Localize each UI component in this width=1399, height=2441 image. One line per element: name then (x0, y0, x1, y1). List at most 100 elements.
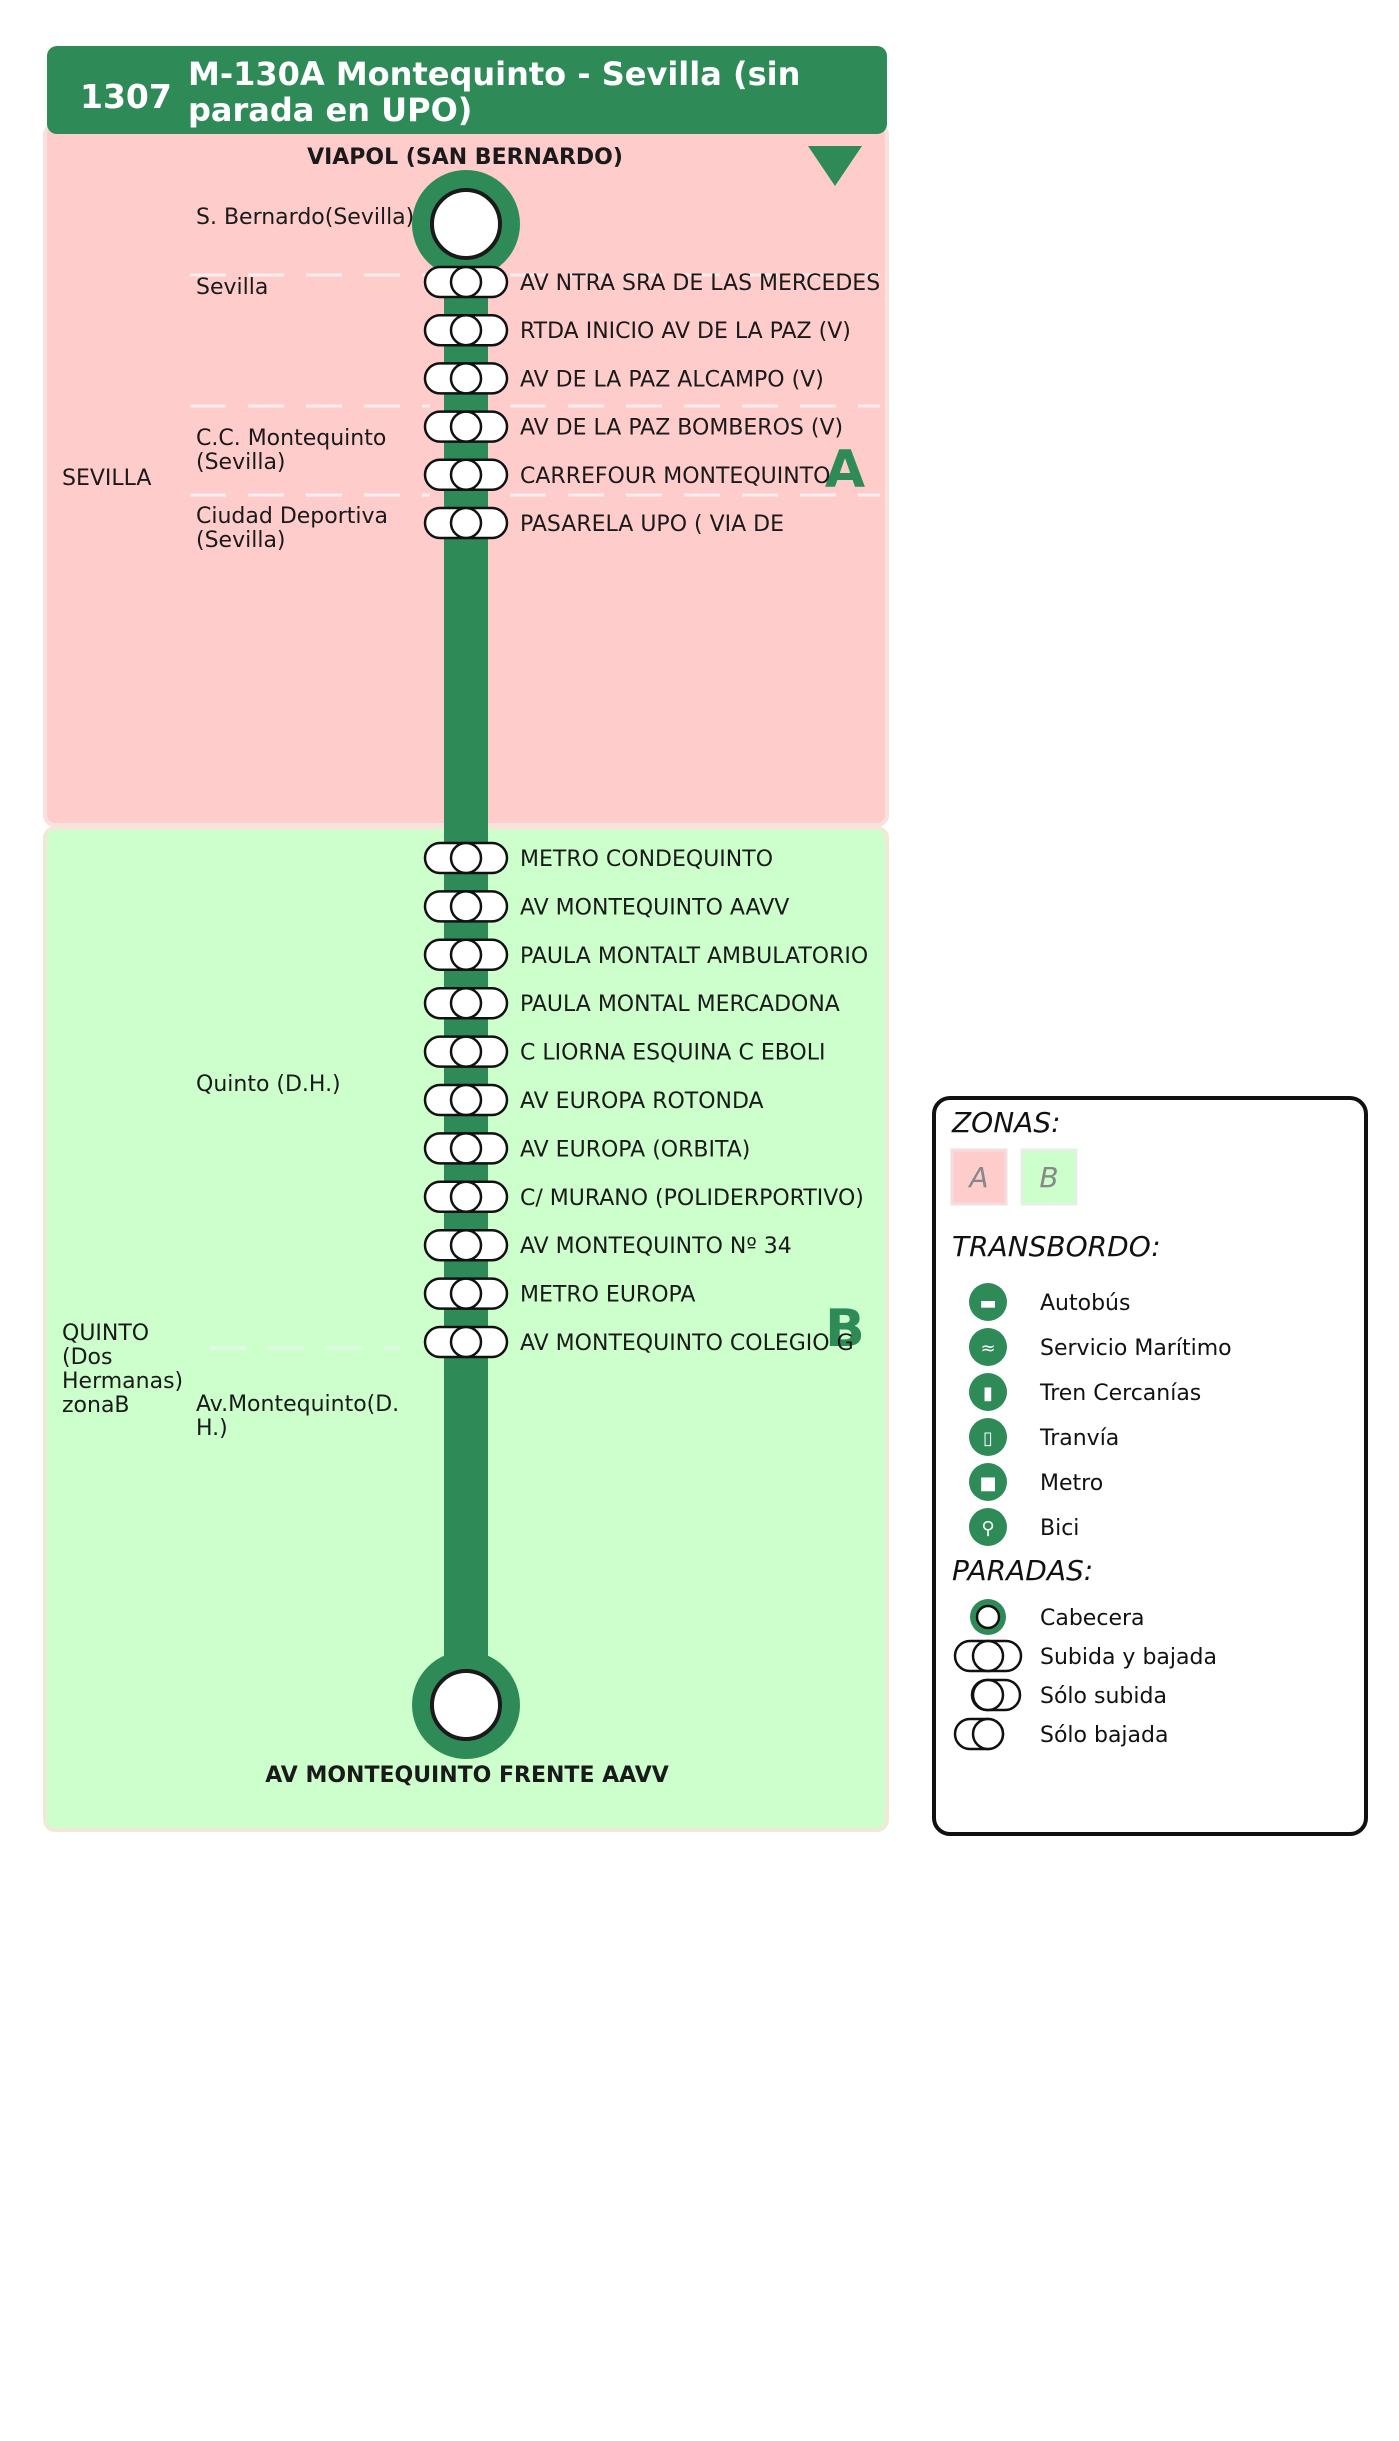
locality-label: H.) (196, 1416, 228, 1441)
origin-terminal-stop (412, 170, 520, 278)
legend-transfer-label: Metro (1040, 1471, 1103, 1496)
legend-zone-a-letter: A (967, 1161, 988, 1194)
municipality-quinto-line2: (Dos (62, 1345, 112, 1370)
bike-icon: ⚲ (969, 1508, 1007, 1546)
boat-icon: ≈ (969, 1328, 1007, 1366)
locality-label: Quinto (D.H.) (196, 1072, 341, 1097)
stop-name: METRO CONDEQUINTO (520, 847, 773, 872)
stop-name: METRO EUROPA (520, 1283, 695, 1308)
locality-label: (Sevilla) (196, 450, 286, 475)
stop-marker-center (449, 890, 483, 923)
stop-name: AV MONTEQUINTO COLEGIO G (520, 1331, 854, 1356)
stop-marker-center (449, 1132, 483, 1165)
stop: PAULA MONTALT AMBULATORIO (423, 938, 868, 972)
alight-only-stop-icon (953, 1717, 1005, 1751)
stop-name: AV DE LA PAZ ALCAMPO (V) (520, 367, 824, 392)
locality-separators (190, 273, 880, 497)
stop-marker-center (449, 362, 483, 395)
stop: METRO EUROPA (423, 1277, 695, 1310)
stop: METRO CONDEQUINTO (423, 841, 773, 875)
legend-transfer-label: Bici (1040, 1516, 1079, 1541)
legend-transfer-list: ▬Autobús≈Servicio Marítimo▮Tren Cercanía… (969, 1283, 1232, 1546)
stop: AV DE LA PAZ BOMBEROS (V) (423, 410, 843, 443)
stop-name: AV MONTEQUINTO Nº 34 (520, 1234, 792, 1259)
svg-text:⚲: ⚲ (981, 1518, 994, 1539)
svg-text:▮: ▮ (983, 1383, 993, 1404)
bus-icon: ▬ (969, 1283, 1007, 1321)
legend-transfer-label: Tren Cercanías (1039, 1381, 1201, 1406)
stop: AV MONTEQUINTO AAVV (423, 890, 789, 923)
legend-transbordo-title: TRANSBORDO: (952, 1230, 1161, 1263)
destination-terminal-label: AV MONTEQUINTO FRENTE AAVV (265, 1763, 669, 1788)
legend-transfer-label: Servicio Marítimo (1040, 1336, 1232, 1361)
svg-text:▯: ▯ (983, 1428, 993, 1449)
stop: PASARELA UPO ( VIA DE (423, 506, 784, 540)
destination-terminal-stop (412, 1651, 520, 1759)
stop-marker-center (449, 410, 483, 443)
locality-label: S. Bernardo(Sevilla) (196, 205, 414, 230)
route-title-line1: M-130A Montequinto - Sevilla (sin (188, 55, 800, 93)
stops-layer: AV NTRA SRA DE LAS MERCEDES RTDA INICIO A… (423, 265, 880, 1359)
stop: PAULA MONTAL MERCADONA (423, 986, 840, 1020)
svg-text:≈: ≈ (980, 1338, 995, 1359)
stop-marker-center (449, 265, 483, 299)
board-only-stop-icon (970, 1678, 1022, 1712)
stop-name: C LIORNA ESQUINA C EBOLI (520, 1041, 826, 1066)
locality-label: C.C. Montequinto (196, 426, 386, 451)
stop-name: AV MONTEQUINTO AAVV (520, 895, 789, 920)
train-icon: ▮ (969, 1373, 1007, 1411)
legend-stop-label: Subida y bajada (1040, 1645, 1217, 1670)
stop-name: AV EUROPA ROTONDA (520, 1089, 764, 1114)
route-number: 1307 (80, 77, 172, 116)
stop-marker-center (449, 938, 483, 972)
direction-arrow-icon (808, 146, 862, 186)
locality-label: Av.Montequinto(D. (196, 1392, 399, 1417)
origin-terminal-label: VIAPOL (SAN BERNARDO) (307, 145, 623, 170)
stop-name: AV NTRA SRA DE LAS MERCEDES (520, 271, 880, 296)
stop-marker-center (449, 1035, 483, 1068)
zone-b-letter: B (825, 1299, 865, 1359)
legend-stop-label: Cabecera (1040, 1606, 1145, 1631)
legend-stop-label: Sólo bajada (1040, 1723, 1168, 1748)
stop-marker-center (449, 1277, 483, 1310)
stop: AV EUROPA ROTONDA (423, 1083, 764, 1117)
stop-name: PAULA MONTAL MERCADONA (520, 992, 840, 1017)
stop-marker-center (449, 1325, 483, 1359)
route-header (47, 46, 887, 134)
stop: RTDA INICIO AV DE LA PAZ (V) (423, 313, 851, 347)
route-title-line2: parada en UPO) (188, 91, 472, 129)
municipality-quinto-line3: Hermanas) (62, 1369, 183, 1394)
stop-name: PASARELA UPO ( VIA DE (520, 512, 784, 537)
stop: C LIORNA ESQUINA C EBOLI (423, 1035, 826, 1068)
zone-a-letter: A (825, 440, 865, 500)
stop-marker-center (449, 458, 483, 492)
stop: AV EUROPA (ORBITA) (423, 1132, 750, 1165)
stop-marker-center (449, 1228, 483, 1262)
municipality-sevilla: SEVILLA (62, 466, 151, 491)
stop: AV DE LA PAZ ALCAMPO (V) (423, 362, 824, 395)
legend-zonas-title: ZONAS: (951, 1106, 1061, 1139)
stop-name: PAULA MONTALT AMBULATORIO (520, 944, 868, 969)
locality-label: (Sevilla) (196, 528, 286, 553)
stop: AV NTRA SRA DE LAS MERCEDES (423, 265, 880, 299)
stop-marker-center (449, 986, 483, 1020)
locality-label: Ciudad Deportiva (196, 504, 388, 529)
municipality-quinto-line1: QUINTO (62, 1321, 149, 1346)
municipality-quinto: QUINTO (Dos Hermanas) zonaB (62, 1321, 183, 1418)
locality-label: Sevilla (196, 275, 268, 300)
metro-icon: ■ (969, 1463, 1007, 1501)
legend-stop-label: Sólo subida (1040, 1684, 1167, 1709)
legend-panel (932, 1096, 1368, 1836)
stop-name: AV EUROPA (ORBITA) (520, 1137, 750, 1162)
stop: C/ MURANO (POLIDERPORTIVO) (423, 1180, 864, 1214)
stop-name: RTDA INICIO AV DE LA PAZ (V) (520, 319, 851, 344)
legend-zone-a-swatch (950, 1148, 1008, 1206)
legend-zone-b-swatch (1020, 1148, 1078, 1206)
legend-zone-b-letter: B (1039, 1161, 1058, 1194)
stop-marker-center (449, 1083, 483, 1117)
stop: AV MONTEQUINTO COLEGIO G (423, 1325, 854, 1359)
stop-name: AV DE LA PAZ BOMBEROS (V) (520, 416, 843, 441)
legend-paradas-title: PARADAS: (952, 1554, 1093, 1587)
stop-name: CARREFOUR MONTEQUINTO (520, 464, 830, 489)
